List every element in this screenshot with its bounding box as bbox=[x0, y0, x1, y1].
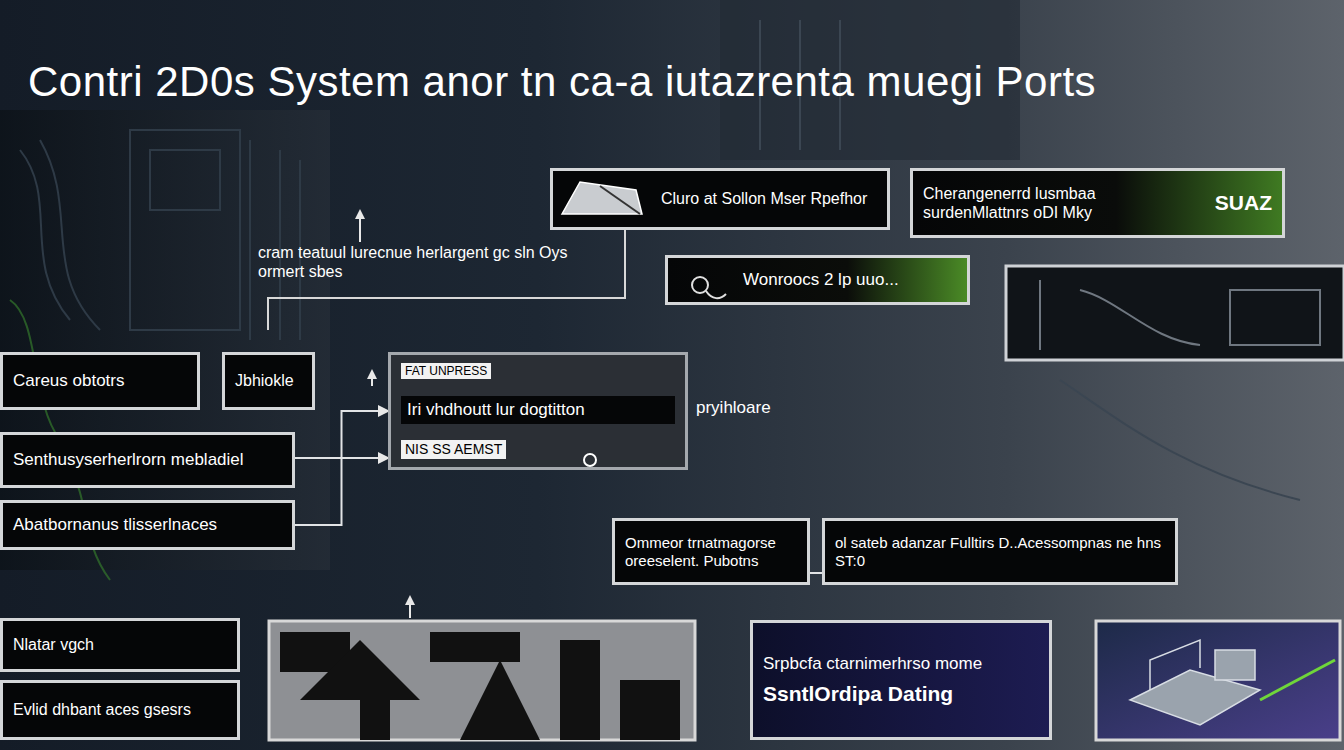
process-box: Cluro at Sollon Mser Rpefhor bbox=[550, 168, 890, 230]
node-text: Nlatar vgch bbox=[13, 635, 227, 654]
process-box: Nlatar vgch bbox=[0, 618, 240, 672]
node-text: SUAZ bbox=[1215, 190, 1272, 215]
connector-arrow bbox=[295, 411, 388, 525]
node-text: Ommeor trnatmagorse oreeselent. Pubotns bbox=[625, 534, 797, 570]
connector-arrow bbox=[810, 572, 822, 574]
node-text: NIS SS AEMST bbox=[401, 440, 506, 459]
process-box: Ommeor trnatmagorse oreeselent. Pubotns bbox=[612, 518, 810, 585]
node-text: FAT UNPRESS bbox=[401, 363, 491, 379]
node-text: Senthusyserherlrorn mebladiel bbox=[13, 450, 282, 470]
process-box: Evlid dhbant aces gsesrs bbox=[0, 680, 240, 740]
cable-icon bbox=[692, 277, 726, 298]
process-box: ol sateb adanzar Fulltirs D..Acessompnas… bbox=[822, 518, 1178, 585]
machine-icon bbox=[562, 182, 642, 214]
process-box: Wonroocs 2 lp uuo... bbox=[665, 255, 970, 305]
note-label: cram teatuul lurecnue herlargent gc sln … bbox=[258, 243, 618, 281]
process-box: Srpbcfa ctarnimerhrso momeSsntlOrdipa Da… bbox=[750, 620, 1052, 740]
process-box: Jbhiokle bbox=[222, 352, 315, 410]
node-text: Careus obtotrs bbox=[13, 371, 187, 391]
note-label: pryihloare bbox=[696, 398, 771, 418]
node-text: Jbhiokle bbox=[235, 371, 302, 390]
node-text: ol sateb adanzar Fulltirs D..Acessompnas… bbox=[835, 534, 1165, 570]
central-box: FAT UNPRESS Iri vhdhoutt lur dogtittonNIS… bbox=[388, 352, 688, 470]
node-text: Evlid dhbant aces gsesrs bbox=[13, 700, 227, 719]
process-box: Cherangenerrd lusmbaa surdenMlattnrs oDI… bbox=[910, 168, 1285, 238]
process-box: Abatbornanus tlisserlnaces bbox=[0, 500, 295, 550]
connector-arrow bbox=[295, 457, 388, 459]
node-text: Cluro at Sollon Mser Rpefhor bbox=[661, 189, 877, 208]
title: Contri 2D0s System anor tn ca-a iutazren… bbox=[28, 58, 1096, 106]
process-box: Senthusyserherlrorn mebladiel bbox=[0, 432, 295, 488]
node-text: Iri vhdhoutt lur dogtitton bbox=[401, 396, 675, 424]
node-text: Wonroocs 2 lp uuo... bbox=[743, 270, 957, 290]
process-box: Careus obtotrs bbox=[0, 352, 200, 410]
node-text: Cherangenerrd lusmbaa surdenMlattnrs oDI… bbox=[923, 184, 1205, 222]
gear-icon bbox=[584, 454, 596, 466]
node-text: Srpbcfa ctarnimerhrso mome bbox=[763, 654, 1039, 674]
node-text: SsntlOrdipa Dating bbox=[763, 681, 1039, 706]
node-text: Abatbornanus tlisserlnaces bbox=[13, 515, 282, 535]
